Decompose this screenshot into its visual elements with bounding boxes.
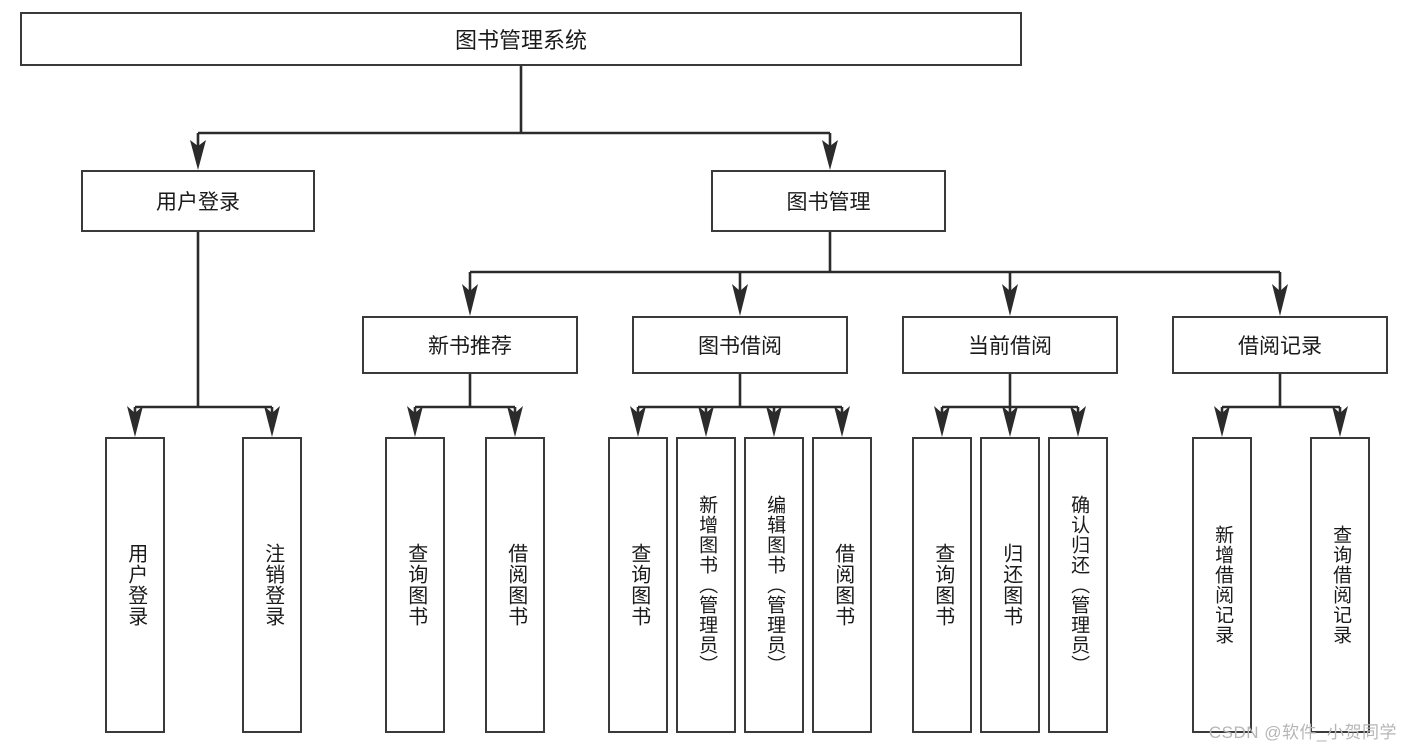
leaf-recommend-query-book-label: 查询图书: [404, 543, 427, 627]
arrow-leaf-borrow-lend: [834, 406, 850, 437]
leaf-record-query[interactable]: 查询借阅记录: [1310, 437, 1370, 733]
leaf-borrow-lend-book-label: 借阅图书: [831, 543, 854, 627]
leaf-borrow-add-book[interactable]: 新增图书（管理员）: [676, 437, 736, 733]
node-root-label: 图书管理系统: [454, 28, 587, 53]
arrow-book-manage: [822, 140, 838, 170]
arrow-leaf-user-logout: [264, 406, 280, 437]
leaf-current-confirm-return[interactable]: 确认归还（管理员）: [1048, 437, 1108, 733]
arrow-leaf-current-confirm: [1070, 406, 1086, 437]
node-book-borrow-label: 图书借阅: [698, 335, 782, 358]
leaf-borrow-edit-book[interactable]: 编辑图书（管理员）: [744, 437, 804, 733]
arrow-leaf-current-return: [1002, 406, 1018, 437]
node-book-borrow[interactable]: 图书借阅: [632, 316, 848, 374]
leaf-user-login-label: 用户登录: [124, 543, 147, 627]
node-borrow-record[interactable]: 借阅记录: [1172, 316, 1388, 374]
node-user-login[interactable]: 用户登录: [81, 170, 315, 232]
arrow-leaf-user-login: [127, 406, 143, 437]
leaf-recommend-borrow-book[interactable]: 借阅图书: [485, 437, 545, 733]
arrow-user-login: [190, 140, 206, 170]
arrow-current: [1002, 284, 1018, 316]
arrow-leaf-borrow-add: [698, 406, 714, 437]
leaf-record-add[interactable]: 新增借阅记录: [1192, 437, 1252, 733]
node-book-manage[interactable]: 图书管理: [711, 170, 946, 232]
arrow-leaf-borrow-edit: [766, 406, 782, 437]
node-borrow-record-label: 借阅记录: [1238, 335, 1322, 358]
node-current-borrow[interactable]: 当前借阅: [902, 316, 1118, 374]
leaf-user-login[interactable]: 用户登录: [105, 437, 165, 733]
arrow-leaf-record-add: [1214, 406, 1230, 437]
leaf-borrow-add-book-label: 新增图书（管理员）: [696, 495, 718, 675]
arrow-borrow: [732, 284, 748, 316]
node-new-book-recommend[interactable]: 新书推荐: [362, 316, 578, 374]
node-new-book-recommend-label: 新书推荐: [428, 335, 512, 358]
leaf-user-logout[interactable]: 注销登录: [242, 437, 302, 733]
leaf-current-query-book-label: 查询图书: [931, 543, 954, 627]
leaf-user-logout-label: 注销登录: [261, 543, 284, 627]
node-root-system[interactable]: 图书管理系统: [20, 12, 1022, 66]
leaf-current-confirm-return-label: 确认归还（管理员）: [1068, 495, 1090, 675]
node-current-borrow-label: 当前借阅: [968, 335, 1052, 358]
leaf-current-return-book-label: 归还图书: [999, 543, 1022, 627]
leaf-recommend-borrow-book-label: 借阅图书: [504, 543, 527, 627]
arrow-leaf-recommend-query: [407, 406, 423, 437]
arrow-recommend: [462, 284, 478, 316]
node-book-manage-label: 图书管理: [786, 191, 871, 214]
node-user-login-label: 用户登录: [156, 191, 240, 214]
leaf-borrow-lend-book[interactable]: 借阅图书: [812, 437, 872, 733]
arrow-leaf-current-query: [934, 406, 950, 437]
leaf-recommend-query-book[interactable]: 查询图书: [385, 437, 445, 733]
arrow-leaf-record-query: [1332, 406, 1348, 437]
leaf-record-add-label: 新增借阅记录: [1212, 525, 1234, 645]
csdn-watermark: CSDN @软件_小贺同学: [1208, 723, 1397, 742]
leaf-record-query-label: 查询借阅记录: [1330, 525, 1352, 645]
leaf-current-query-book[interactable]: 查询图书: [912, 437, 972, 733]
leaf-current-return-book[interactable]: 归还图书: [980, 437, 1040, 733]
arrow-leaf-borrow-query: [630, 406, 646, 437]
arrow-record: [1272, 284, 1288, 316]
leaf-borrow-query-book-label: 查询图书: [627, 543, 650, 627]
arrow-leaf-recommend-borrow: [507, 406, 523, 437]
leaf-borrow-query-book[interactable]: 查询图书: [608, 437, 668, 733]
leaf-borrow-edit-book-label: 编辑图书（管理员）: [764, 495, 786, 675]
